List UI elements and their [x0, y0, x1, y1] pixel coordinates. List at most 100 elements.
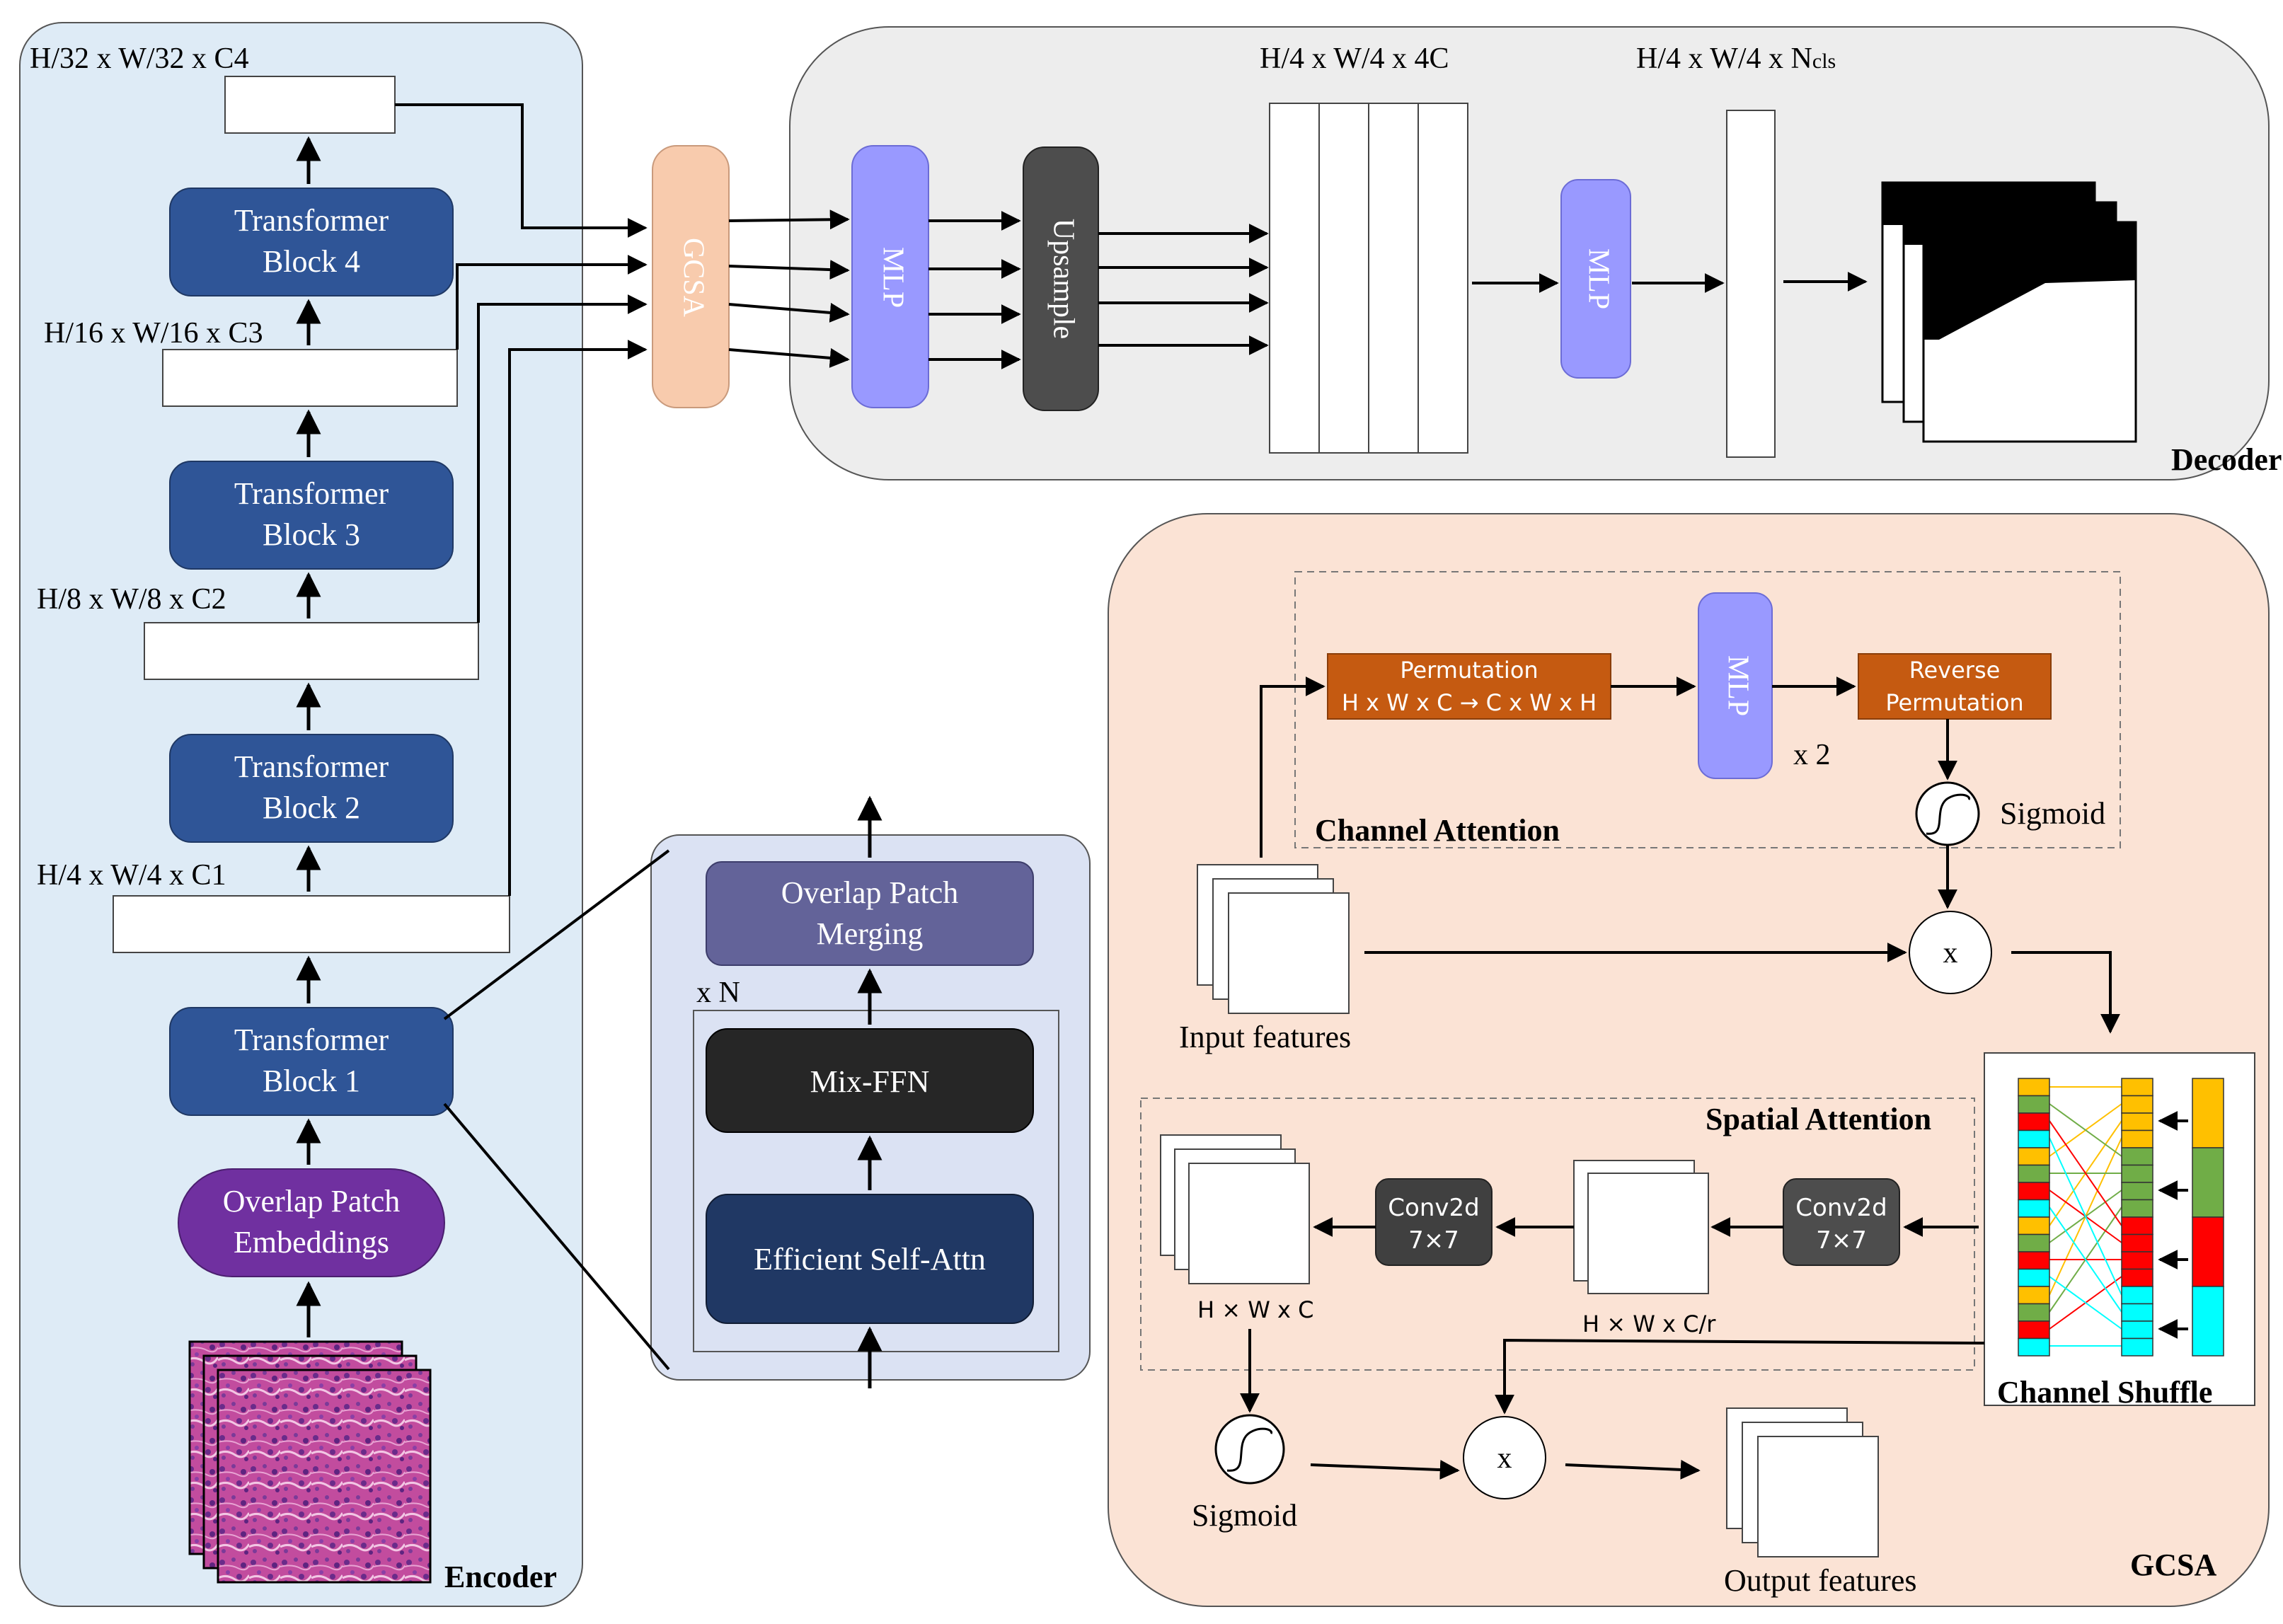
- grouped-channel-cell: [2121, 1095, 2153, 1114]
- efficient-self-attn-block: Efficient Self-Attn: [706, 1194, 1034, 1324]
- sigmoid-top-icon: [1915, 781, 1980, 846]
- svg-text:Transformer: Transformer: [234, 476, 389, 511]
- group-arrows: [2158, 1111, 2188, 1339]
- gcsa-module: GCSA: [652, 145, 730, 408]
- channel-shuffle-label: Channel Shuffle: [1997, 1375, 2212, 1410]
- input-features-label: Input features: [1179, 1020, 1351, 1054]
- grouped-channel-cell: [2121, 1268, 2153, 1287]
- svg-text:Block 2: Block 2: [263, 790, 360, 825]
- shuffled-channel-cell: [2018, 1337, 2050, 1357]
- channel-group-block: [2192, 1286, 2224, 1357]
- grouped-channel-cell: [2121, 1251, 2153, 1270]
- transformer-block-4: Transformer Block 4: [169, 188, 454, 296]
- decoder-arrows-1: [728, 209, 1269, 369]
- grouped-channels-column: [2121, 1078, 2153, 1357]
- channel-shuffle-lines: [2049, 1086, 2122, 1347]
- grouped-channel-cell: [2121, 1147, 2153, 1166]
- svg-text:Upsample: Upsample: [1047, 219, 1079, 339]
- encoder-title: Encoder: [444, 1560, 557, 1594]
- sigmoid-bottom-icon: [1214, 1414, 1285, 1485]
- svg-text:GCSA: GCSA: [677, 238, 709, 318]
- decoder-mlp: MLP: [851, 145, 929, 408]
- svg-text:MLP: MLP: [1582, 248, 1614, 309]
- conv2d-b: Conv2d 7×7: [1783, 1178, 1900, 1266]
- grouped-channel-cell: [2121, 1320, 2153, 1340]
- transformer-block-2: Transformer Block 2: [169, 734, 454, 843]
- svg-text:Embeddings: Embeddings: [234, 1225, 389, 1260]
- grouped-channel-cell: [2121, 1337, 2153, 1357]
- spatial-attention-arrows: [1240, 1217, 1985, 1480]
- sigmoid-bottom-label: Sigmoid: [1192, 1498, 1297, 1533]
- dim-c3: H/16 x W/16 x C3: [44, 317, 263, 350]
- feature-c4: [224, 76, 396, 134]
- reverse-permutation-block: Reverse Permutation: [1858, 653, 2052, 720]
- concat-feature-map: [1269, 103, 1468, 454]
- multiply-top-icon: x: [1909, 911, 1992, 994]
- dim-out: H/4 x W/4 x Ncls: [1636, 42, 1836, 75]
- grouped-channel-cell: [2121, 1182, 2153, 1201]
- dim-concat: H/4 x W/4 x 4C: [1260, 42, 1449, 75]
- svg-text:Transformer: Transformer: [234, 749, 389, 784]
- input-features-stack: [1197, 864, 1350, 1014]
- class-map: [1726, 110, 1776, 458]
- input-groups-column: [2192, 1078, 2224, 1357]
- grouped-channel-cell: [2121, 1164, 2153, 1183]
- svg-text:Permutation: Permutation: [1885, 689, 2023, 716]
- shuffled-channel-cell: [2018, 1129, 2050, 1148]
- shuffled-channel-cell: [2018, 1303, 2050, 1322]
- encoder-to-gcsa-connectors: [395, 103, 648, 896]
- sigmoid-top-label: Sigmoid: [2000, 796, 2105, 831]
- svg-text:Block 4: Block 4: [263, 244, 360, 279]
- svg-text:Transformer: Transformer: [234, 1023, 389, 1057]
- feature-c2: [144, 622, 479, 680]
- feature-map-c-stack: [1160, 1134, 1310, 1284]
- svg-text:MLP: MLP: [876, 247, 909, 308]
- permutation-block: Permutation H x W x C → C x W x H: [1327, 653, 1611, 720]
- shuffled-channel-cell: [2018, 1164, 2050, 1183]
- grouped-channel-cell: [2121, 1078, 2153, 1097]
- output-features-label: Output features: [1724, 1563, 1916, 1598]
- spatial-attention-box: [1140, 1098, 1975, 1371]
- shuffled-channel-cell: [2018, 1233, 2050, 1252]
- svg-text:Conv2d: Conv2d: [1388, 1194, 1479, 1222]
- segmentation-output: [1881, 181, 2137, 443]
- dim-cr: H × W x C/r: [1582, 1311, 1716, 1337]
- svg-text:Transformer: Transformer: [234, 203, 389, 238]
- dim-c1: H/4 x W/4 x C1: [37, 859, 226, 892]
- output-features-stack: [1726, 1407, 1879, 1557]
- channel-attention-arrows: [1260, 676, 2120, 1034]
- grouped-channel-cell: [2121, 1286, 2153, 1305]
- input-histology-image: [188, 1340, 432, 1584]
- transformer-block-1: Transformer Block 1: [169, 1007, 454, 1116]
- svg-text:Merging: Merging: [817, 916, 924, 951]
- gcsa-title: GCSA: [2130, 1548, 2216, 1582]
- shuffled-channel-cell: [2018, 1268, 2050, 1287]
- svg-text:Reverse: Reverse: [1909, 657, 2001, 684]
- transformer-block-3: Transformer Block 3: [169, 461, 454, 570]
- grouped-channel-cell: [2121, 1216, 2153, 1236]
- svg-text:Efficient Self-Attn: Efficient Self-Attn: [754, 1242, 986, 1277]
- svg-text:x: x: [1943, 937, 1958, 969]
- shuffled-channel-cell: [2018, 1251, 2050, 1270]
- mlp-repeat-label: x 2: [1793, 739, 1831, 771]
- decoder-title: Decoder: [2171, 442, 2282, 477]
- shuffled-channel-cell: [2018, 1216, 2050, 1236]
- shuffled-channels-column: [2018, 1078, 2050, 1357]
- grouped-channel-cell: [2121, 1303, 2153, 1322]
- dim-c4: H/32 x W/32 x C4: [30, 42, 249, 75]
- conv2d-a: Conv2d 7×7: [1375, 1178, 1493, 1266]
- grouped-channel-cell: [2121, 1233, 2153, 1252]
- feature-c1: [113, 895, 510, 953]
- grouped-channel-cell: [2121, 1112, 2153, 1131]
- mix-ffn-block: Mix-FFN: [706, 1028, 1034, 1133]
- spatial-attention-label: Spatial Attention: [1706, 1102, 1931, 1136]
- shuffled-channel-cell: [2018, 1286, 2050, 1305]
- gcsa-panel: GCSA: [1108, 513, 2270, 1607]
- upsample-block: Upsample: [1023, 146, 1099, 411]
- svg-text:x: x: [1497, 1442, 1512, 1475]
- svg-text:Overlap Patch: Overlap Patch: [223, 1184, 400, 1219]
- grouped-channel-cell: [2121, 1129, 2153, 1148]
- overlap-patch-embeddings: Overlap Patch Embeddings: [178, 1168, 445, 1277]
- multiply-bottom-icon: x: [1463, 1416, 1546, 1499]
- svg-text:Block 1: Block 1: [263, 1064, 360, 1098]
